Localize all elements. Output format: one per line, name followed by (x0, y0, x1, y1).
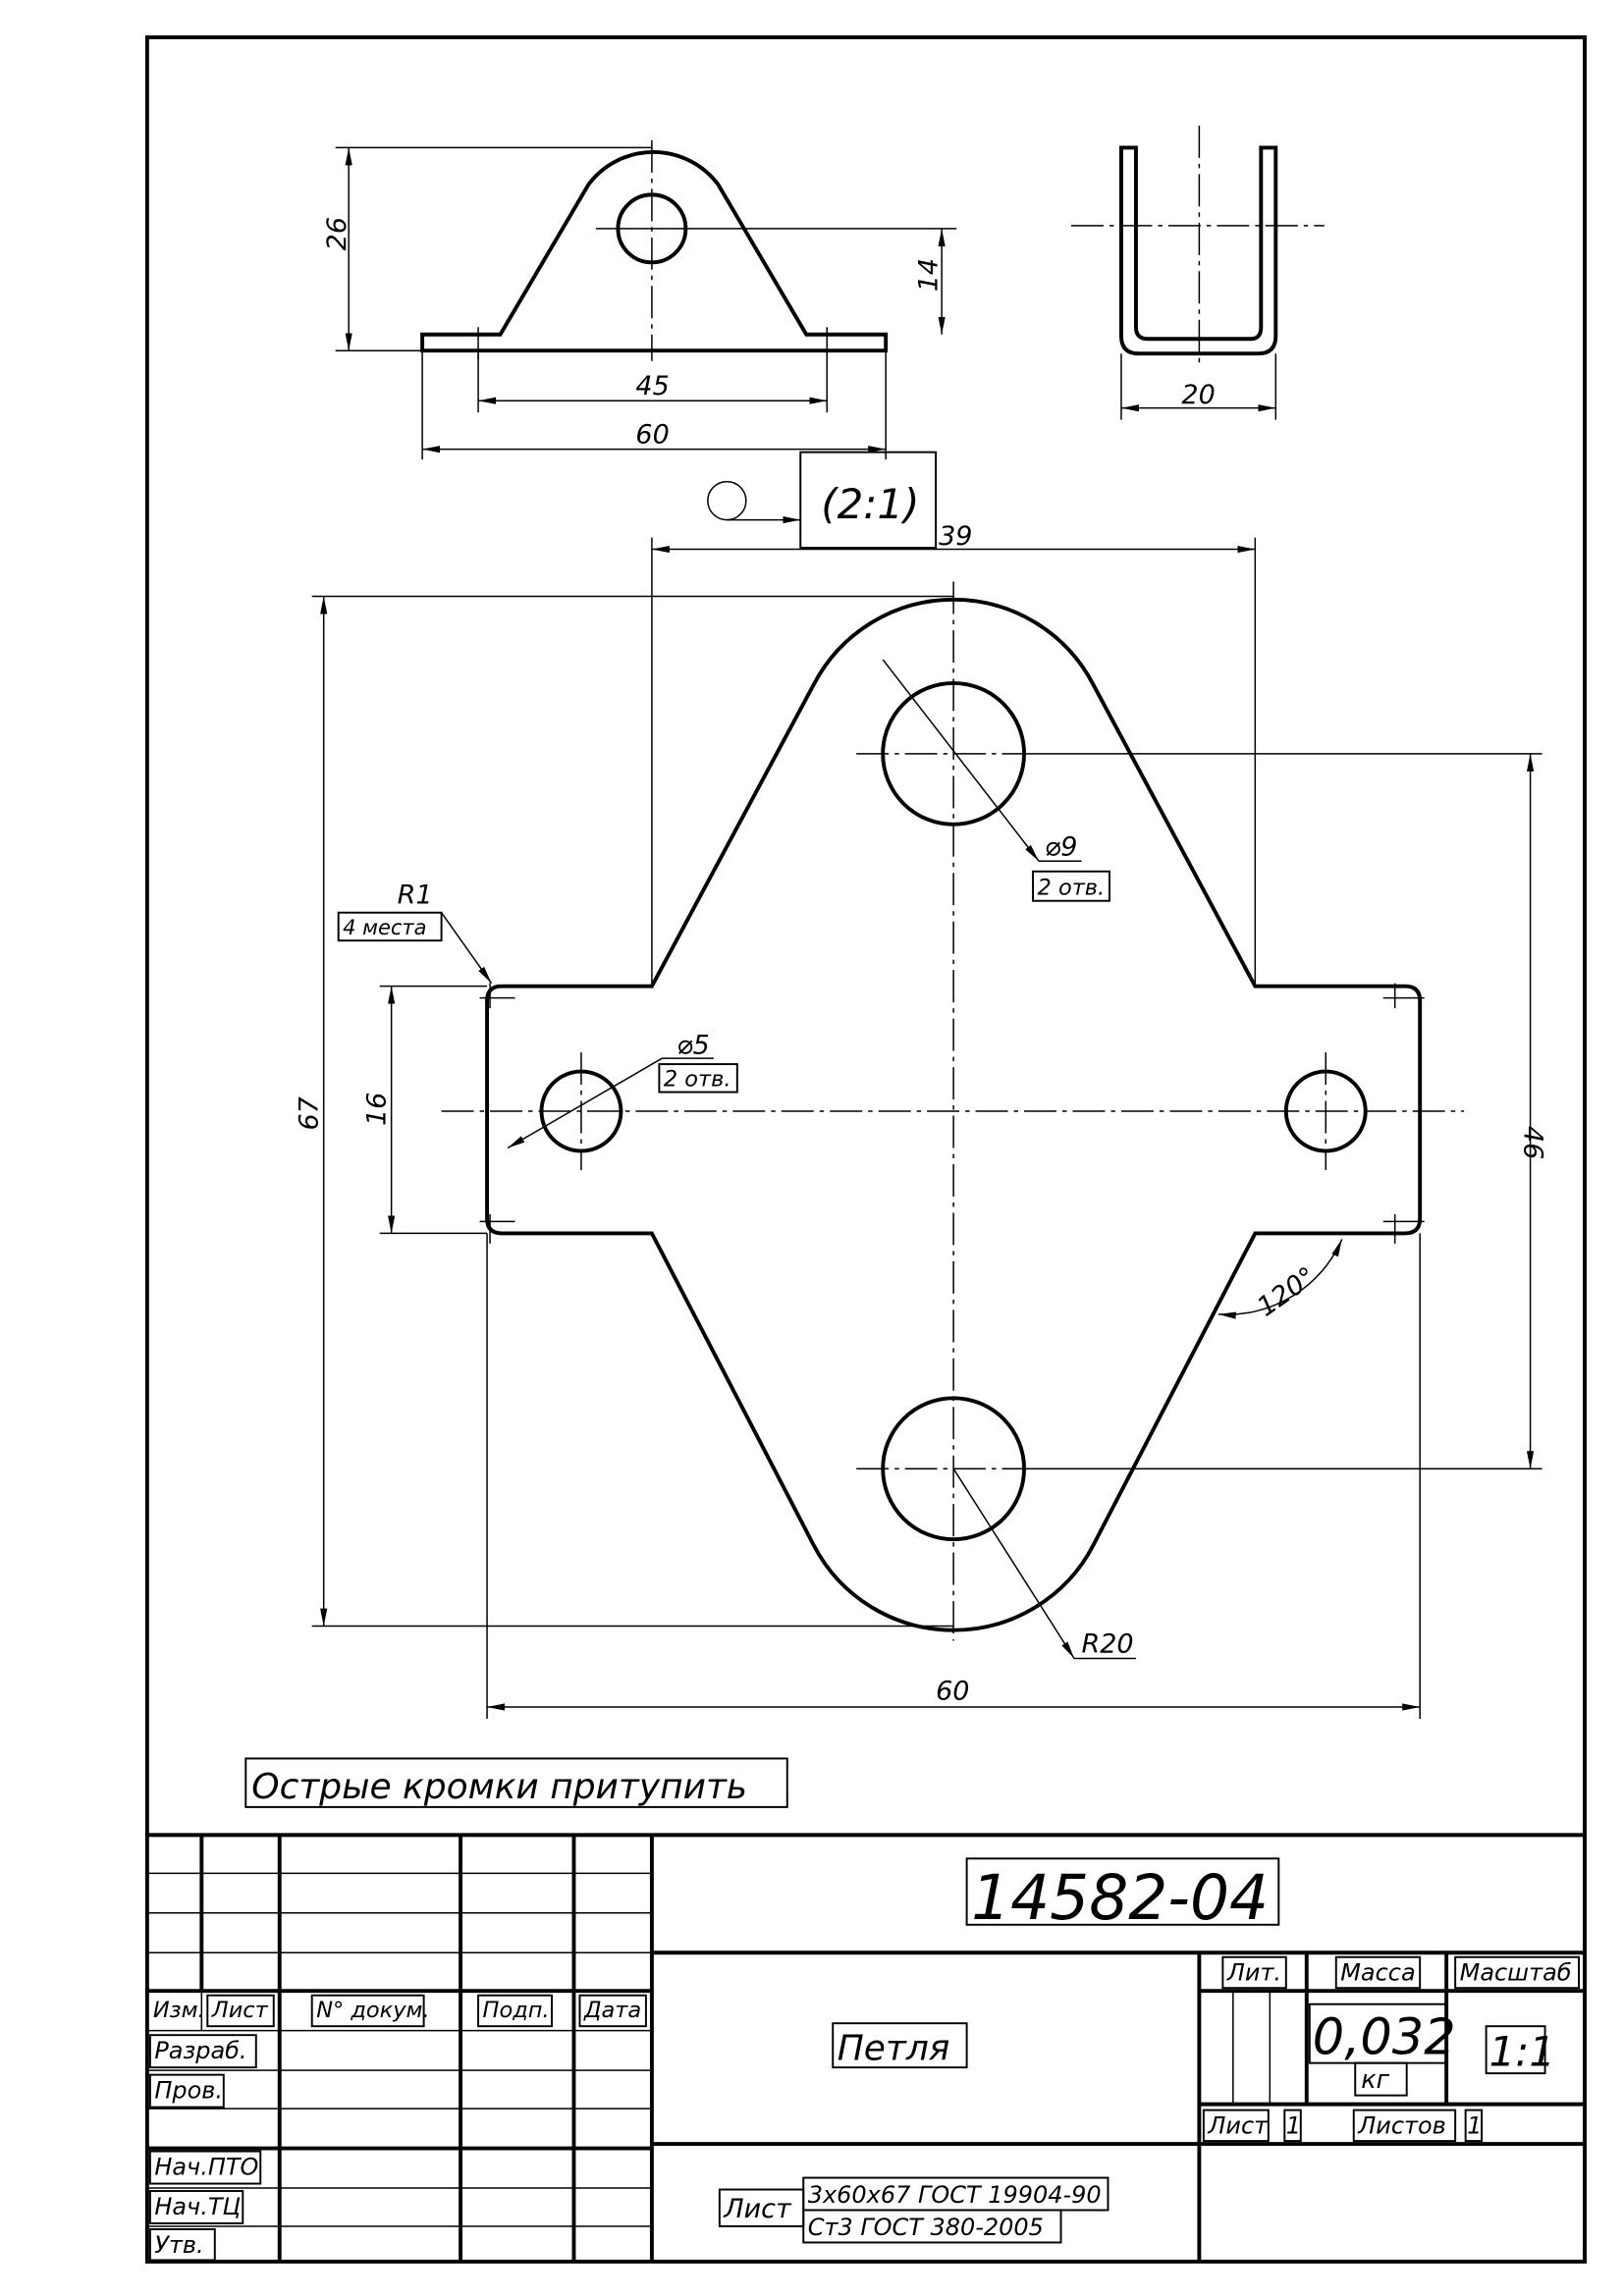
mass-unit: кг (1361, 2065, 1389, 2095)
dim-big-hole: ⌀9 (1045, 831, 1077, 862)
material-prefix: Лист (723, 2194, 792, 2224)
side-view: 20 (1071, 125, 1325, 420)
sheets-value: 1 (1467, 2112, 1482, 2140)
header-sign: Подп. (483, 1998, 550, 2023)
dim-height-26: 26 (322, 217, 352, 250)
big-hole-count: 2 отв. (1038, 876, 1106, 901)
header-izm: Изм. (153, 1998, 205, 2023)
drawing-designation: 14582-04 (971, 1862, 1269, 1934)
role-approver: Утв. (154, 2231, 203, 2259)
role-head-pto: Нач.ПТО (154, 2154, 258, 2181)
header-doc: N° докум. (316, 1998, 429, 2023)
dim-height-67: 67 (295, 1096, 325, 1130)
dim-small-hole: ⌀5 (676, 1031, 709, 1061)
view-scale-label: (2:1) (821, 480, 919, 528)
role-checker: Пров. (154, 2077, 223, 2105)
drawing-note: Острые кромки притупить (251, 1767, 747, 1807)
material-sheet-spec: 3x60x67 ГОСТ 19904-90 (808, 2181, 1102, 2209)
dim-width-39: 39 (939, 521, 972, 552)
dim-length-60-main: 60 (936, 1676, 969, 1706)
sheets-label: Листов (1357, 2112, 1446, 2140)
corner-count: 4 места (343, 916, 426, 939)
dim-angle: 120° (1252, 1261, 1322, 1323)
dim-width-20: 20 (1181, 380, 1215, 410)
header-list: Лист (211, 1998, 269, 2023)
lit-label: Лит. (1226, 1959, 1281, 1987)
dim-plate-16: 16 (362, 1093, 393, 1126)
view-label: (2:1) (707, 451, 938, 550)
mass-label: Масса (1340, 1959, 1415, 1987)
scale-value: 1:1 (1489, 2028, 1556, 2076)
small-hole-count: 2 отв. (664, 1067, 731, 1093)
top-view: 26 14 45 60 (322, 139, 957, 460)
dim-corner-radius: R1 (398, 881, 433, 911)
mass-value: 0,032 (1313, 2009, 1456, 2067)
material-steel-spec: Ст3 ГОСТ 380-2005 (808, 2214, 1044, 2241)
scale-label: Масштаб (1460, 1959, 1572, 1987)
sheet-frame (144, 35, 1587, 2264)
role-developer: Разраб. (154, 2037, 246, 2064)
dim-radius: R20 (1082, 1629, 1134, 1660)
title-block: 14582-04 Петля Изм. Лист N° докум. Подп.… (146, 1833, 1586, 2262)
dim-holes-46: 46 (1518, 1126, 1548, 1159)
dim-hole-height-14: 14 (914, 258, 945, 292)
part-name: Петля (838, 2029, 950, 2069)
role-head-tc: Нач.ТЦ (154, 2193, 241, 2220)
sheet-value: 1 (1286, 2112, 1301, 2140)
header-date: Дата (583, 1998, 641, 2023)
sheet-label: Лист (1207, 2112, 1269, 2140)
dim-length-60: 60 (635, 420, 669, 451)
main-view: 39 67 16 46 60 ⌀9 2 отв. ⌀5 2 отв. R1 (295, 521, 1548, 1719)
dim-holes-45: 45 (635, 371, 669, 401)
